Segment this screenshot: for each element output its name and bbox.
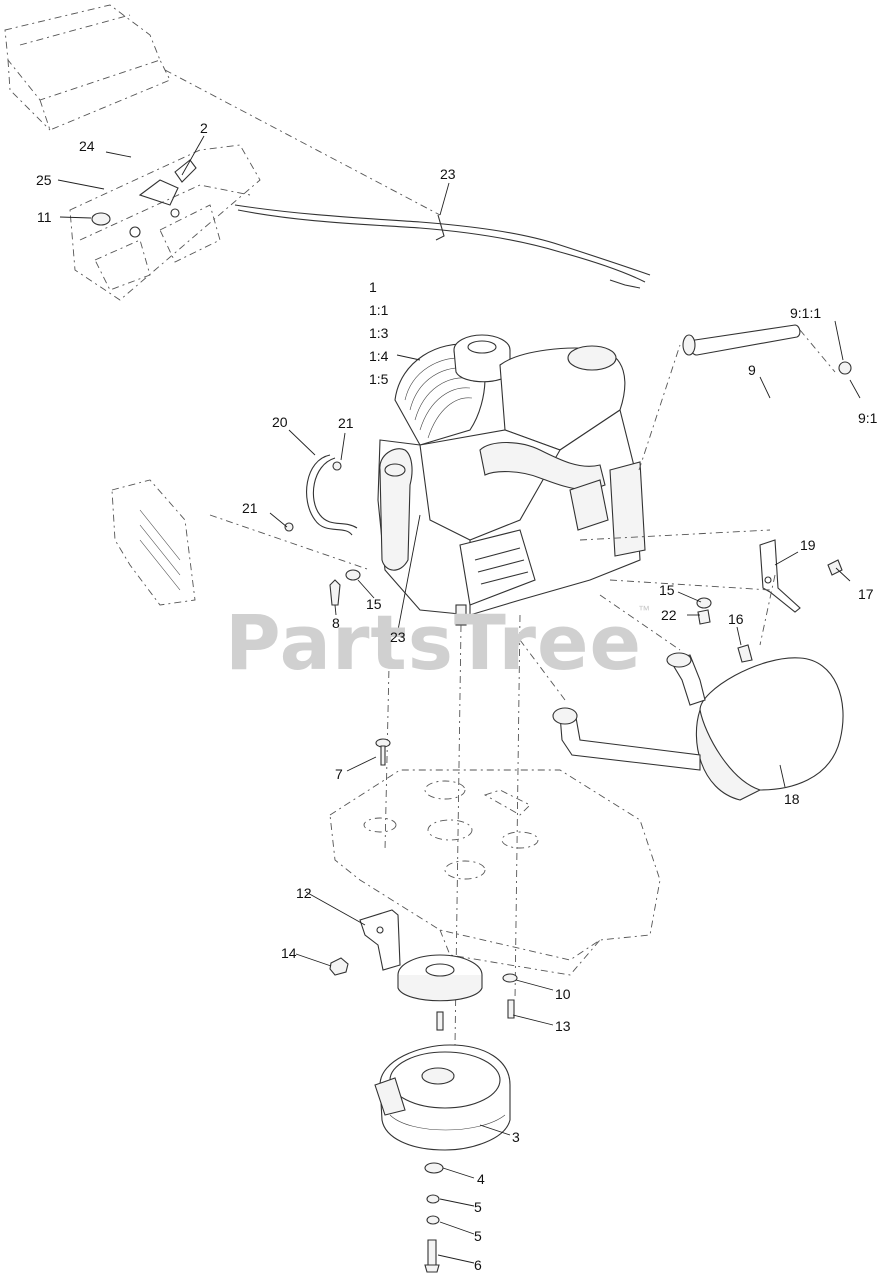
callout-18[interactable]: 18: [784, 791, 800, 807]
throttle-cable: [164, 69, 651, 289]
callout-23-engine[interactable]: 23: [390, 629, 406, 645]
idler-bracket: [359, 909, 401, 971]
callout-1-4[interactable]: 1:4: [369, 348, 389, 364]
callout-5-lower[interactable]: 5: [474, 1228, 482, 1244]
callout-1-5[interactable]: 1:5: [369, 371, 389, 387]
callout-13[interactable]: 13: [555, 1018, 571, 1034]
callout-23-cable[interactable]: 23: [440, 166, 456, 182]
callout-21-lower[interactable]: 21: [242, 500, 258, 516]
callout-14[interactable]: 14: [281, 945, 297, 961]
callout-12[interactable]: 12: [296, 885, 312, 901]
mounting-plate: [329, 769, 661, 976]
frame-bracket: [4, 4, 171, 131]
callout-19[interactable]: 19: [800, 537, 816, 553]
callout-5-upper[interactable]: 5: [474, 1199, 482, 1215]
fuel-hose: [284, 454, 358, 536]
callout-20[interactable]: 20: [272, 414, 288, 430]
callout-22[interactable]: 22: [661, 607, 677, 623]
callout-4[interactable]: 4: [477, 1171, 485, 1187]
callout-9-1-1[interactable]: 9:1:1: [790, 305, 822, 321]
muffler: [519, 594, 844, 801]
pto-clutch: [374, 1044, 511, 1151]
muffler-bracket: [579, 529, 843, 663]
callout-7[interactable]: 7: [335, 766, 343, 782]
control-panel: [69, 144, 261, 301]
callout-2[interactable]: 2: [200, 120, 208, 136]
callout-11[interactable]: 11: [37, 209, 52, 225]
lockwasher-5-lower: [426, 1215, 440, 1225]
carriage-bolt-7: [375, 738, 391, 766]
engine-pulley: [397, 954, 483, 1031]
callout-10[interactable]: 10: [555, 986, 571, 1002]
callout-24[interactable]: 24: [79, 138, 95, 154]
washer-10: [502, 973, 518, 983]
callout-9[interactable]: 9: [748, 362, 756, 378]
washer-15-left: [345, 569, 361, 581]
callout-16[interactable]: 16: [728, 611, 744, 627]
trademark-symbol: ™: [638, 603, 650, 617]
callout-15-right[interactable]: 15: [659, 582, 675, 598]
callout-3[interactable]: 3: [512, 1129, 520, 1145]
nut-14: [329, 957, 349, 976]
leader-lines: [57, 135, 861, 1264]
engine-shroud-left: [111, 479, 371, 606]
callout-9-1[interactable]: 9:1: [858, 410, 878, 426]
callout-17[interactable]: 17: [858, 586, 874, 602]
callout-6[interactable]: 6: [474, 1257, 482, 1273]
assembly-axis: [384, 614, 521, 1046]
engine: [377, 334, 646, 626]
bolt-13: [507, 999, 515, 1019]
callout-1-3[interactable]: 1:3: [369, 325, 389, 341]
callout-21-upper[interactable]: 21: [338, 415, 354, 431]
watermark: PartsTree: [225, 598, 643, 687]
bolt-8: [329, 579, 341, 606]
callout-8[interactable]: 8: [332, 615, 340, 631]
callout-1-1[interactable]: 1:1: [369, 302, 389, 318]
washer-4: [424, 1162, 444, 1174]
lockwasher-5-upper: [426, 1194, 440, 1204]
callout-1[interactable]: 1: [369, 279, 377, 295]
exhaust-pipe: [638, 324, 852, 471]
callout-25[interactable]: 25: [36, 172, 52, 188]
callout-15-left[interactable]: 15: [366, 596, 382, 612]
bolt-6: [424, 1239, 440, 1273]
